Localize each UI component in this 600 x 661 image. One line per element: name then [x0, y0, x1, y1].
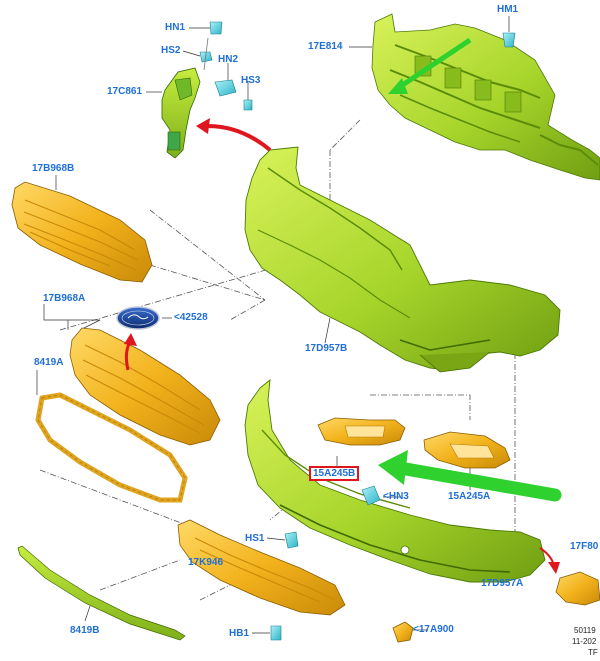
callout-17b968a: 17B968A: [43, 293, 86, 304]
callout-17b968b: 17B968B: [32, 163, 75, 174]
side-bracket-part: [161, 67, 201, 159]
green-arrow: [378, 450, 562, 502]
callout-17a900-text: 17A900: [418, 624, 454, 635]
upper-reinforcement-part: [371, 13, 600, 181]
callout-42528: <42528: [174, 312, 208, 323]
red-arrow-upper: [196, 118, 272, 152]
top-fastener-group: [199, 21, 253, 111]
upper-bumper-cover-part: [244, 146, 561, 373]
callout-8419b: 8419B: [70, 625, 100, 636]
callout-hn3-text: HN3: [388, 491, 409, 502]
stamp-line-2: 11-202: [572, 637, 597, 646]
stamp-line-3: TF: [588, 648, 598, 657]
callout-hb1: HB1: [229, 628, 250, 639]
air-deflector-part: [177, 519, 346, 616]
callout-17f80: 17F80: [570, 541, 599, 552]
red-arrow-emblem: [124, 333, 137, 371]
fog-bezel-right-part: [423, 431, 511, 469]
callout-17d957b: 17D957B: [305, 343, 348, 354]
callout-42528-text: 42528: [179, 312, 208, 323]
green-arrow-upper: [388, 37, 472, 94]
callout-17a900: <17A900: [413, 624, 454, 635]
lower-fastener-group: [270, 531, 299, 641]
callout-15a245b: 15A245B: [309, 466, 360, 481]
callout-hn1: HN1: [165, 22, 186, 33]
callout-hs3: HS3: [241, 75, 261, 86]
stamp-line-1: 50119: [574, 626, 596, 635]
callout-17c861: 17C861: [107, 86, 143, 97]
callout-hn3: <HN3: [383, 491, 409, 502]
alignment-lines: [39, 119, 516, 601]
hn3-fastener: [361, 485, 381, 506]
callout-hm1: HM1: [497, 4, 519, 15]
callout-15a245a: 15A245A: [448, 491, 491, 502]
tow-eye-cap-part: [392, 621, 414, 643]
callout-17d957a: 17D957A: [481, 578, 524, 589]
lower-trim-strip-part: [17, 545, 186, 641]
lower-grille-part: [69, 327, 221, 446]
oval-emblem: [116, 306, 160, 330]
fog-bezel-left-part: [317, 417, 406, 446]
grille-surround-part: [35, 392, 188, 503]
right-bracket-part: [539, 547, 600, 606]
hm1-fastener: [502, 32, 516, 48]
callout-hs2: HS2: [161, 45, 181, 56]
upper-grille-part: [11, 181, 153, 283]
callout-hn2: HN2: [218, 54, 239, 65]
callout-hs1: HS1: [245, 533, 265, 544]
callout-17k946: 17K946: [188, 557, 224, 568]
callout-8419a: 8419A: [34, 357, 64, 368]
callout-17e814: 17E814: [308, 41, 343, 52]
